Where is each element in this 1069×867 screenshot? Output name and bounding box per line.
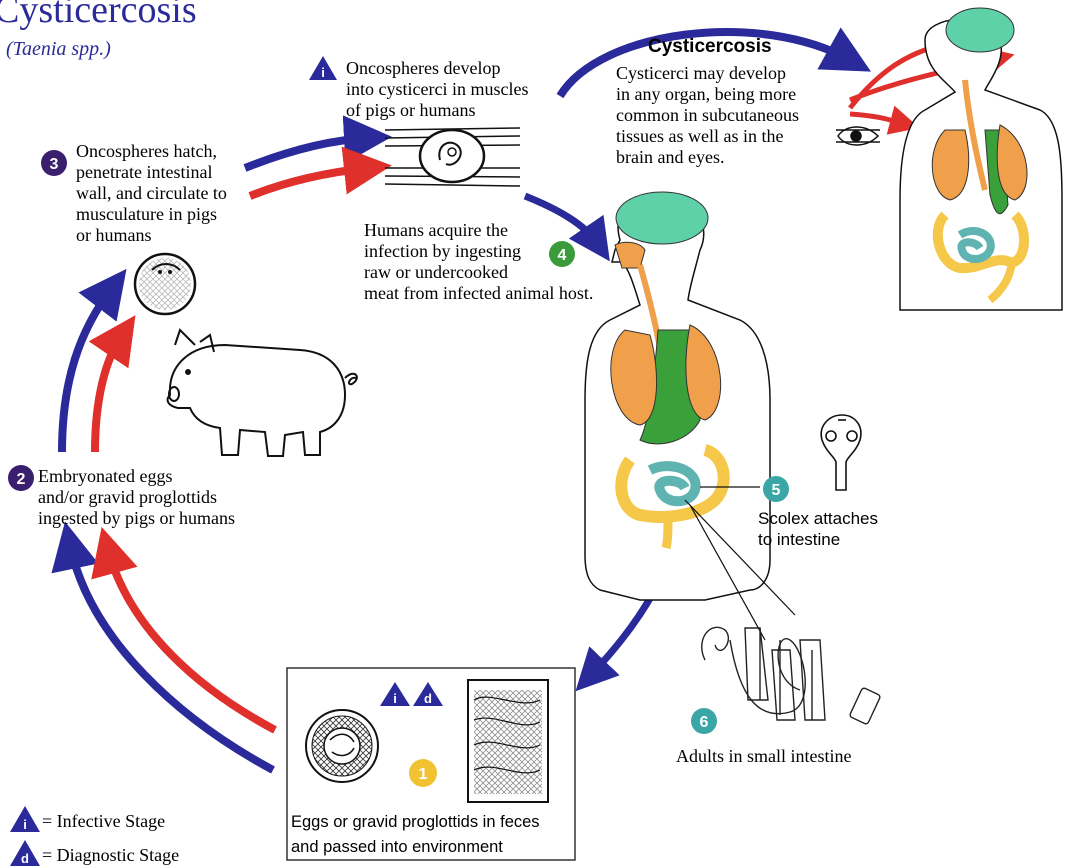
legend-infective-label: = Infective Stage (42, 811, 165, 831)
oncospheres-line2: into cysticerci in muscles (346, 79, 528, 99)
legend-diagnostic-letter: d (21, 851, 29, 866)
cysticercosis-line5: brain and eyes. (616, 147, 724, 167)
diagram-subtitle: (Taenia spp.) (6, 38, 111, 60)
cysticercosis-group: Cysticercosis Cysticerci may develop in … (616, 36, 799, 167)
oncospheres-group: i Oncospheres develop into cysticerci in… (309, 56, 528, 120)
scolex-illustration (821, 415, 861, 490)
stage-5-line1: Scolex attaches (758, 509, 878, 528)
stage-3-line5: or humans (76, 225, 152, 245)
stage-4-line3: raw or undercooked (364, 262, 508, 282)
stage-4-group: Humans acquire the infection by ingestin… (364, 220, 593, 303)
arrow-cyst-to-body (850, 114, 905, 124)
stage-3-number: 3 (50, 156, 59, 173)
stage-1-box: i d 1 Eggs or gravid proglottids in fece… (287, 668, 575, 860)
stage-4-line1: Humans acquire the (364, 220, 508, 240)
oncospheres-line1: Oncospheres develop (346, 58, 500, 78)
stage-3-line4: musculature in pigs (76, 204, 217, 224)
egg-illustration (306, 710, 378, 782)
arrow-3-to-muscle-infective (245, 138, 368, 168)
oncospheres-line3: of pigs or humans (346, 100, 476, 120)
stage-5-group: 5 Scolex attaches to intestine (758, 476, 878, 549)
oncosphere-illustration (135, 254, 195, 314)
proglottid-illustration (468, 680, 548, 802)
stage-5-line2: to intestine (758, 530, 840, 549)
legend-diagnostic-label: = Diagnostic Stage (42, 845, 179, 865)
arrow-2-to-3-diagnostic (95, 335, 122, 452)
stage-3-line1: Oncospheres hatch, (76, 141, 217, 161)
eye-illustration (836, 127, 880, 145)
stage-3-group: 3 Oncospheres hatch, penetrate intestina… (41, 141, 227, 245)
cysticercosis-line4: tissues as well as in the (616, 126, 783, 146)
legend: i = Infective Stage d = Diagnostic Stage (10, 806, 179, 866)
arrow-muscle-to-human (525, 196, 598, 244)
diagram-title: Cysticercosis (0, 0, 197, 31)
pig-illustration (168, 330, 357, 456)
human-body-illustration (585, 192, 770, 600)
stage-2-group: 2 Embryonated eggs and/or gravid proglot… (8, 465, 235, 528)
stage-3-line2: penetrate intestinal (76, 162, 212, 182)
stage-5-number: 5 (772, 482, 781, 499)
stage-2-line1: Embryonated eggs (38, 466, 172, 486)
stage-1-line1: Eggs or gravid proglottids in feces (291, 813, 540, 831)
legend-infective-letter: i (23, 817, 27, 832)
adult-tapeworm-illustration (702, 627, 881, 724)
stage-4-line2: infection by ingesting (364, 241, 521, 261)
infective-badge-box-letter: i (393, 691, 397, 706)
cysticercosis-human-illustration (900, 8, 1062, 310)
cysticercosis-heading: Cysticercosis (648, 36, 772, 57)
infective-badge-oncospheres-letter: i (321, 65, 325, 80)
stage-1-line2: and passed into environment (291, 838, 503, 856)
stage-4-line4: meat from infected animal host. (364, 283, 593, 303)
arrow-3-to-muscle-diagnostic (250, 168, 368, 196)
stage-6-label: Adults in small intestine (676, 746, 852, 766)
stage-4-number: 4 (558, 247, 567, 264)
stage-2-line3: ingested by pigs or humans (38, 508, 235, 528)
stage-2-number: 2 (17, 471, 26, 488)
cysticercosis-line3: common in subcutaneous (616, 105, 799, 125)
stage-6-number: 6 (700, 714, 709, 731)
stage-3-line3: wall, and circulate to (76, 183, 227, 203)
cysticercosis-line1: Cysticerci may develop (616, 63, 786, 83)
diagnostic-badge-box-letter: d (424, 691, 432, 706)
stage-1-number: 1 (419, 766, 428, 783)
stage-2-line2: and/or gravid proglottids (38, 487, 217, 507)
arrow-1-to-2-diagnostic (108, 550, 275, 730)
cysticercosis-line2: in any organ, being more (616, 84, 796, 104)
muscle-cysticercus-illustration (385, 128, 520, 186)
